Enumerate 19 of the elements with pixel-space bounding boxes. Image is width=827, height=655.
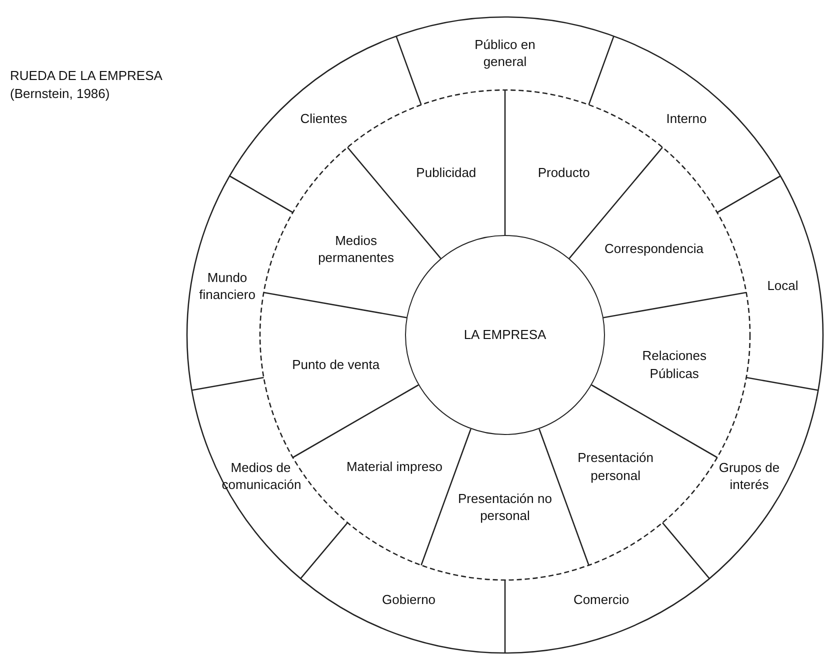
center-circle: LA EMPRESA <box>405 235 605 435</box>
inner-ring-label: Presentación no personal <box>452 490 558 525</box>
inner-ring-label: Producto <box>538 164 590 182</box>
inner-ring-label: Punto de venta <box>292 356 380 374</box>
title: RUEDA DE LA EMPRESA <box>10 68 162 83</box>
outer-ring-label: Comercio <box>573 590 630 609</box>
inner-ring-label: Relaciones Públicas <box>622 347 727 382</box>
outer-ring-label: Gobierno <box>382 590 436 609</box>
inner-ring-label: Material impreso <box>346 458 443 476</box>
outer-ring-label: Público en general <box>466 36 544 71</box>
outer-ring-label: Local <box>767 277 798 295</box>
inner-ring-label: Publicidad <box>416 164 476 182</box>
inner-ring-label: Correspondencia <box>604 240 704 258</box>
outer-ring-label: Mundo financiero <box>188 268 266 304</box>
outer-ring-label: Interno <box>666 110 707 128</box>
outer-ring-label: Clientes <box>300 110 348 128</box>
outer-ring-label: Grupos de interés <box>710 458 788 494</box>
citation: (Bernstein, 1986) <box>10 86 110 101</box>
inner-ring-label: Presentación personal <box>563 449 668 484</box>
